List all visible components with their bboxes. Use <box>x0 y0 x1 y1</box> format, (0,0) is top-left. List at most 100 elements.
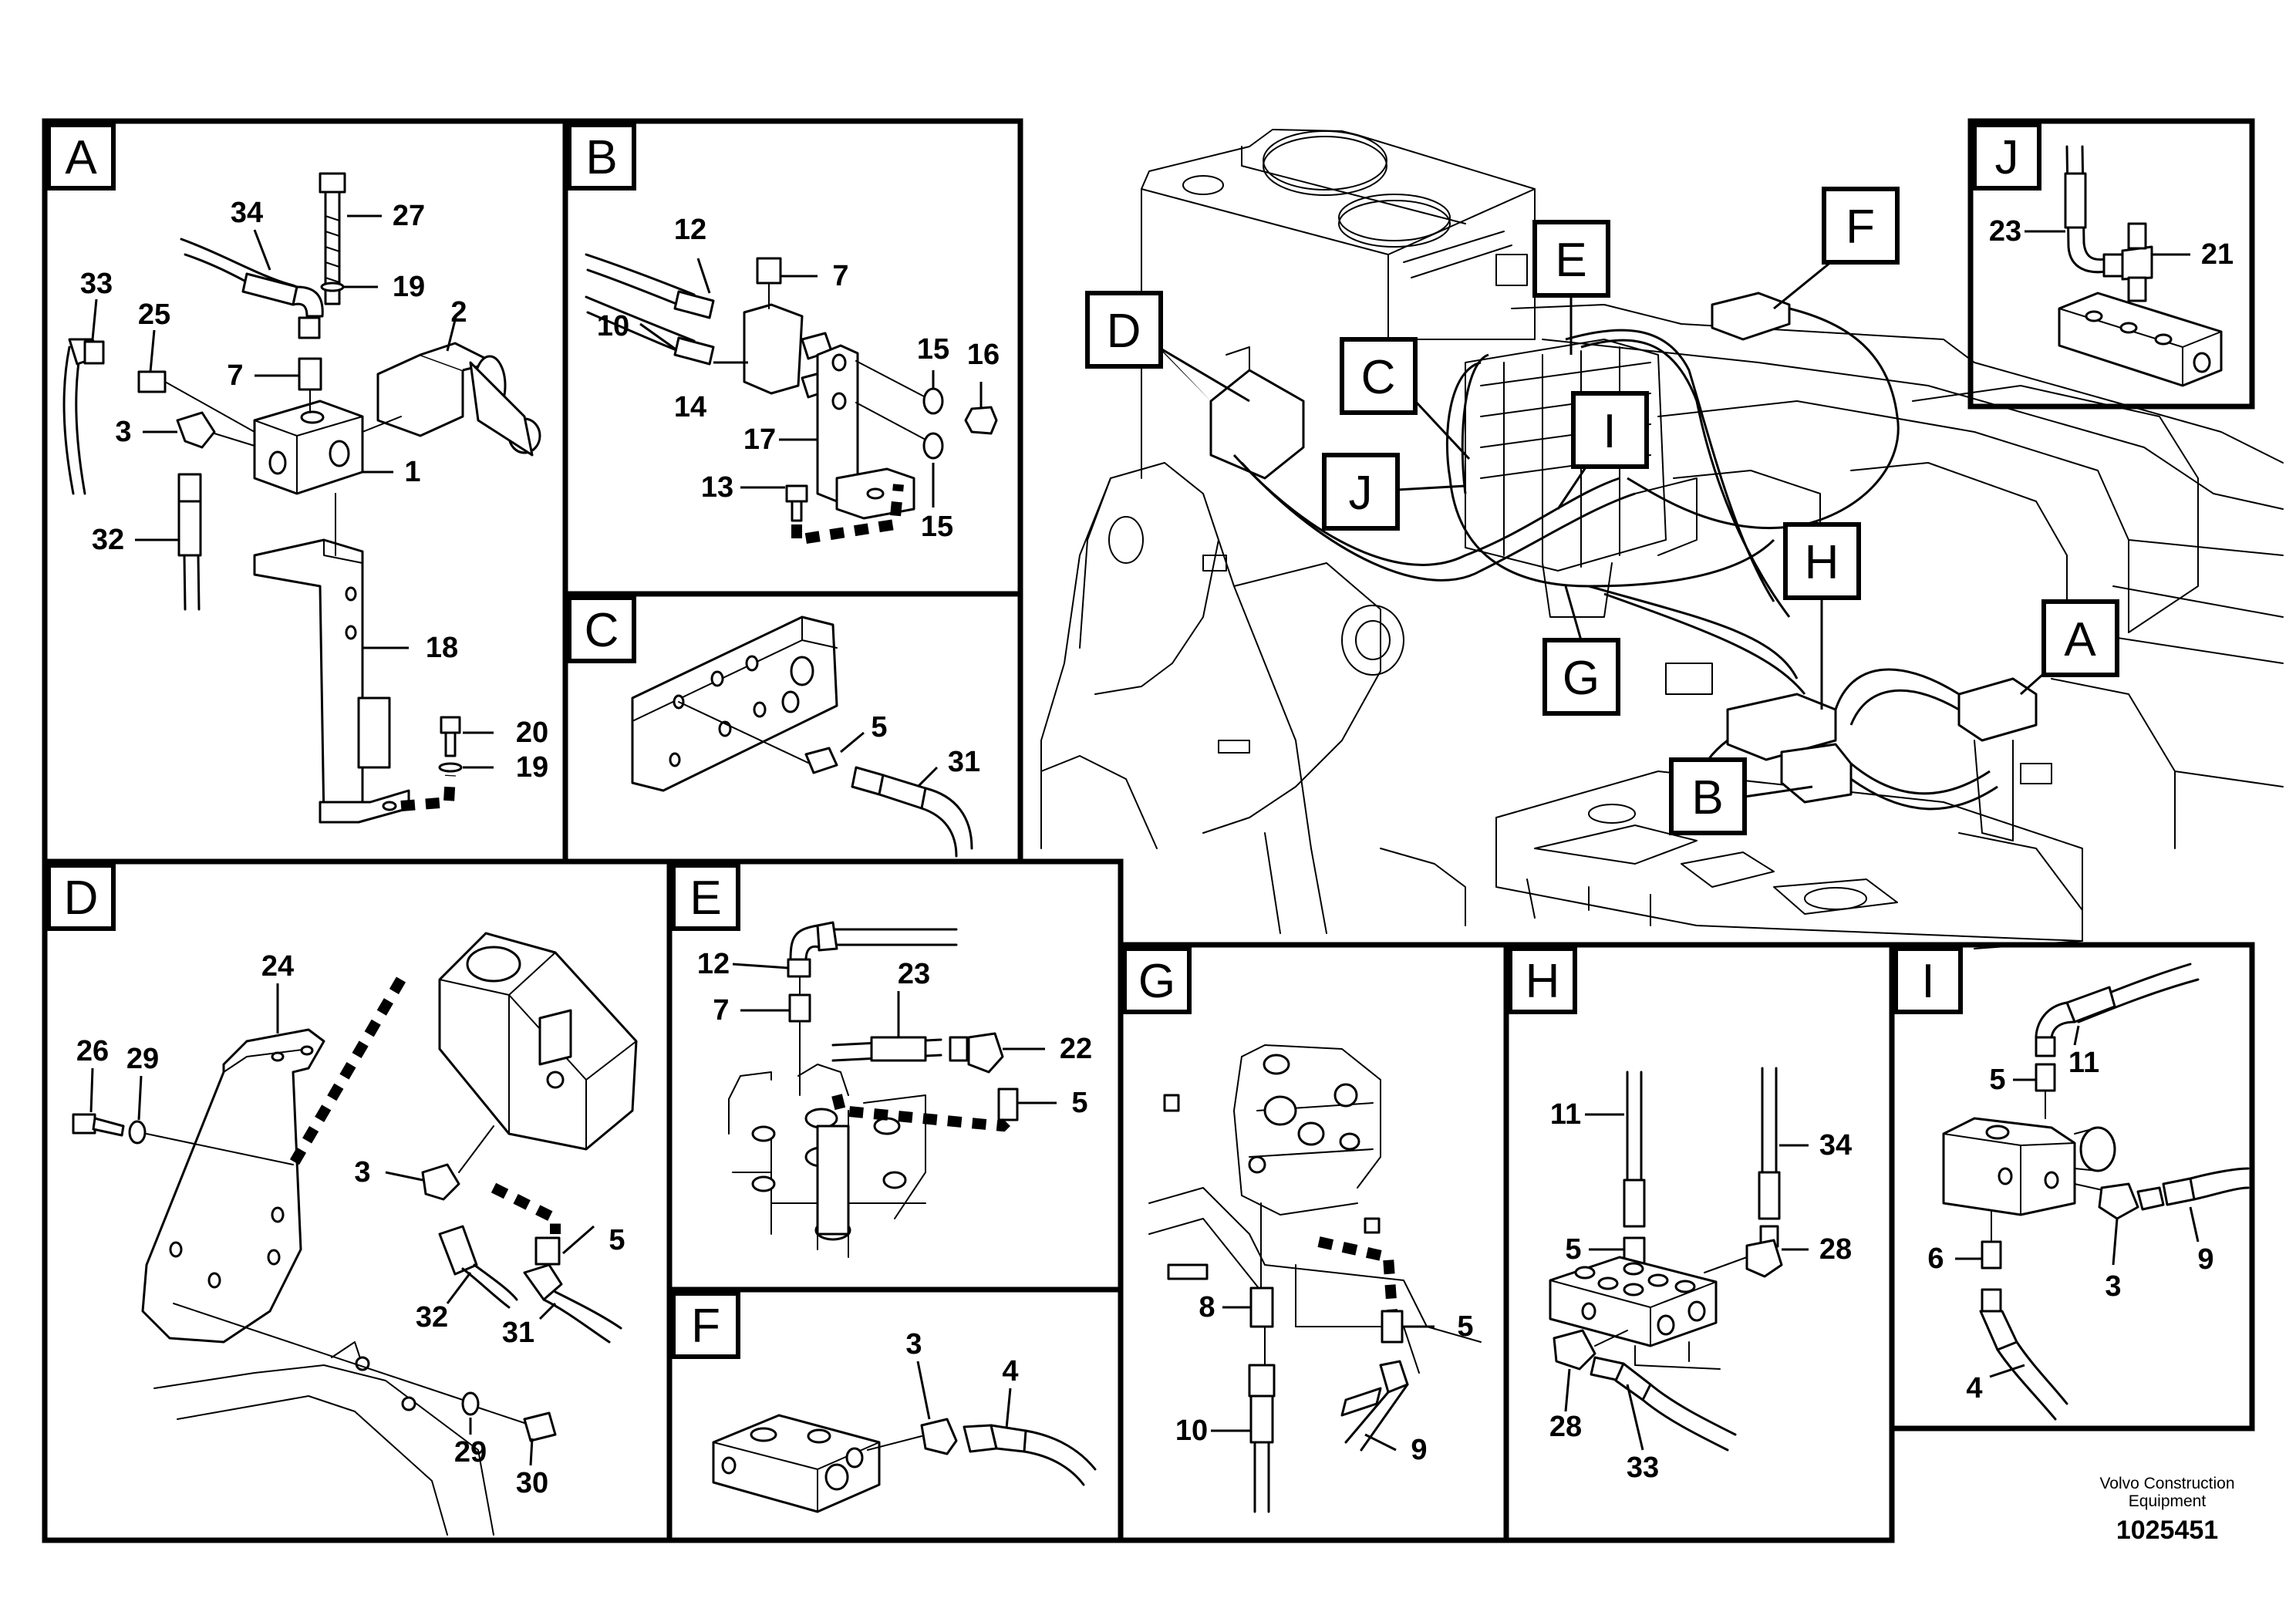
part-number: 28 <box>1549 1411 1582 1443</box>
part-number: 5 <box>609 1224 625 1256</box>
part-number: 10 <box>597 310 629 342</box>
part-number: 31 <box>502 1317 534 1349</box>
panel-A: A <box>42 118 568 865</box>
callout-D[interactable]: D <box>1085 291 1250 403</box>
part-number: 14 <box>674 391 706 423</box>
part-number: 25 <box>138 298 170 331</box>
part-number: 33 <box>1627 1452 1659 1484</box>
part-number: 27 <box>393 200 425 232</box>
panel-B: B 12 7 10 <box>562 118 1023 597</box>
part-number: 5 <box>1071 1087 1087 1119</box>
part-number: 7 <box>832 260 848 292</box>
part-number: 6 <box>1927 1243 1944 1275</box>
part-number: 33 <box>80 268 113 300</box>
callout-A[interactable]: A <box>2020 599 2119 696</box>
part-number: 13 <box>701 471 733 504</box>
part-number: 24 <box>261 950 294 983</box>
part-number: 3 <box>115 416 131 448</box>
callout-J[interactable]: J <box>1322 453 1466 531</box>
callout-label: B <box>1691 771 1723 824</box>
callout-H[interactable]: H <box>1783 522 1861 710</box>
panel-E: E 12 23 7 22 5 <box>666 858 1124 1293</box>
panel-I: I 5 11 6 <box>1889 942 2255 1431</box>
overview-drawing <box>1040 129 2284 949</box>
callout-label: D <box>1107 305 1141 358</box>
part-number: 29 <box>126 1043 159 1075</box>
panel-label: E <box>689 872 721 925</box>
part-number: 4 <box>1002 1355 1018 1388</box>
part-number: 5 <box>871 711 887 744</box>
part-number: 8 <box>1199 1291 1215 1324</box>
part-number: 15 <box>917 333 949 366</box>
panel-label: J <box>1995 131 2019 184</box>
part-number: 32 <box>416 1301 448 1334</box>
part-number: 5 <box>1989 1064 2005 1096</box>
part-number: 15 <box>921 511 953 543</box>
part-number: 3 <box>905 1328 922 1361</box>
part-number: 34 <box>1819 1129 1852 1162</box>
callout-label: J <box>1349 467 1373 520</box>
callout-label: C <box>1361 351 1396 404</box>
overview-callouts: D C E F J I <box>1085 187 2119 835</box>
callout-label: I <box>1603 405 1616 458</box>
part-number: 29 <box>454 1436 487 1469</box>
part-number: 1 <box>404 456 420 488</box>
callout-F[interactable]: F <box>1773 187 1900 310</box>
panel-label: H <box>1526 955 1560 1008</box>
part-number: 9 <box>1411 1434 1427 1466</box>
panel-label: B <box>585 131 617 184</box>
part-number: 21 <box>2201 238 2234 271</box>
panel-J: J 23 21 <box>1967 118 2255 410</box>
callout-G[interactable]: G <box>1542 585 1620 716</box>
footer: Volvo Construction Equipment 1025451 <box>2099 1475 2234 1545</box>
panel-G: G 8 5 10 9 <box>1118 942 1509 1543</box>
part-number: 19 <box>516 751 548 784</box>
panel-C: C 5 31 <box>562 591 1023 865</box>
part-number: 5 <box>1457 1310 1473 1343</box>
panel-H: H 11 34 5 <box>1503 942 1895 1543</box>
part-number: 31 <box>948 746 980 778</box>
part-number: 7 <box>227 359 243 392</box>
company-name: Volvo Construction <box>2099 1475 2234 1492</box>
document-number: 1025451 <box>2116 1516 2218 1545</box>
callout-label: E <box>1555 234 1586 287</box>
callout-E[interactable]: E <box>1532 220 1610 355</box>
part-number: 19 <box>393 271 425 303</box>
part-number: 23 <box>1989 215 2021 248</box>
part-number: 2 <box>450 296 467 329</box>
callout-C[interactable]: C <box>1340 337 1471 460</box>
panel-label: A <box>65 131 97 184</box>
panel-label: I <box>1921 955 1934 1008</box>
part-number: 30 <box>516 1467 548 1499</box>
part-number: 32 <box>92 524 124 556</box>
part-number: 12 <box>697 948 730 980</box>
callout-label: G <box>1563 652 1600 705</box>
panel-D: D <box>42 858 673 1543</box>
part-number: 34 <box>231 197 263 229</box>
panel-F: F 3 4 <box>666 1286 1124 1543</box>
part-number: 10 <box>1175 1415 1208 1447</box>
company-name-line2: Equipment <box>2129 1492 2207 1510</box>
callout-B[interactable]: B <box>1669 757 1813 835</box>
part-number: 7 <box>713 994 729 1027</box>
part-number: 17 <box>743 423 776 456</box>
part-number: 23 <box>898 958 930 990</box>
part-number: 5 <box>1565 1233 1581 1266</box>
part-number: 3 <box>2105 1270 2121 1303</box>
callout-I[interactable]: I <box>1556 391 1649 510</box>
part-number: 28 <box>1819 1233 1852 1266</box>
part-number: 18 <box>426 632 458 664</box>
part-number: 3 <box>354 1156 370 1189</box>
panel-label: F <box>691 1300 720 1353</box>
part-number: 22 <box>1060 1033 1092 1065</box>
part-number: 26 <box>76 1035 109 1067</box>
panel-label: D <box>64 872 99 925</box>
panel-label: C <box>585 604 619 657</box>
callout-label: F <box>1846 201 1875 254</box>
part-number: 9 <box>2197 1243 2213 1276</box>
part-number: 20 <box>516 717 548 749</box>
callout-label: A <box>2064 613 2096 666</box>
part-number: 11 <box>2068 1047 2099 1079</box>
part-number: 16 <box>967 339 1000 371</box>
part-number: 11 <box>1550 1098 1581 1131</box>
